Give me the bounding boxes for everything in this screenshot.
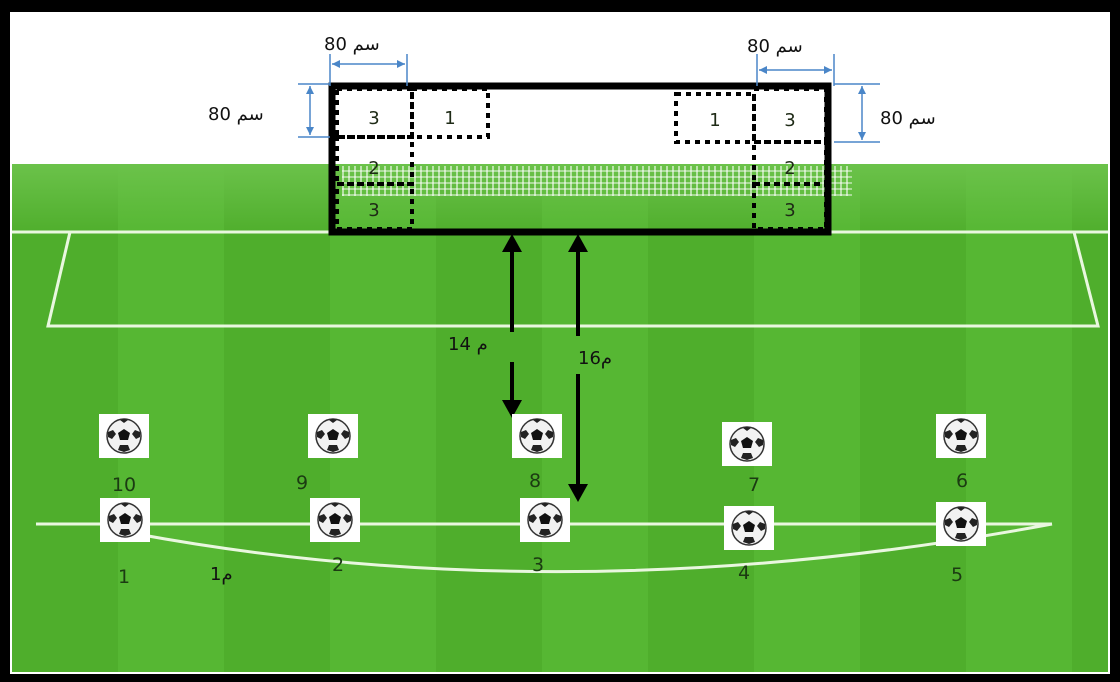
soccer-ball-icon bbox=[731, 510, 767, 546]
dim-arrow bbox=[397, 60, 405, 68]
zone-left-top-corner bbox=[335, 87, 414, 139]
zone-label-left-top-corner: 3 bbox=[368, 108, 379, 129]
ball-4 bbox=[724, 506, 774, 550]
dim-arrow bbox=[306, 86, 314, 94]
ball-7 bbox=[722, 422, 772, 466]
arrowhead bbox=[502, 234, 522, 252]
ball-label-10: 10 bbox=[111, 474, 137, 496]
zone-right-bottom bbox=[752, 182, 828, 231]
distance-label-14m: 14 م bbox=[448, 334, 488, 355]
ball-9 bbox=[308, 414, 358, 458]
ball-label-3: 3 bbox=[531, 554, 545, 576]
ball-3 bbox=[520, 498, 570, 542]
diagram-overlay: 3 1 2 3 1 3 2 3 bbox=[12, 34, 1108, 585]
goal-net bbox=[342, 166, 852, 196]
ball-6 bbox=[936, 414, 986, 458]
dim-arrow bbox=[824, 66, 832, 74]
zone-label-right-bottom: 3 bbox=[784, 200, 795, 221]
soccer-ball-icon bbox=[729, 426, 765, 462]
soccer-ball-icon bbox=[943, 506, 979, 542]
dim-label-side-right: 80 سم bbox=[880, 108, 936, 129]
zone-left-top-inner bbox=[410, 87, 490, 139]
ball-1 bbox=[100, 498, 150, 542]
dim-arrow bbox=[759, 66, 767, 74]
dim-label-top-left: 80 سم bbox=[324, 34, 380, 55]
distance-label-16m: 16م bbox=[578, 348, 612, 369]
ball-label-4: 4 bbox=[737, 562, 751, 584]
ball-label-5: 5 bbox=[950, 564, 964, 586]
dim-arrow bbox=[306, 127, 314, 135]
ball-10 bbox=[99, 414, 149, 458]
dim-label-side-left: 80 سم bbox=[208, 104, 264, 125]
soccer-ball-icon bbox=[106, 418, 142, 454]
dim-arrow bbox=[332, 60, 340, 68]
zone-label-left-top-inner: 1 bbox=[444, 108, 455, 129]
arrowhead bbox=[502, 400, 522, 418]
ball-5 bbox=[936, 502, 986, 546]
zone-right-middle bbox=[752, 140, 828, 186]
zone-label-right-top-inner: 1 bbox=[709, 110, 720, 131]
ball-label-1: 1 bbox=[117, 566, 131, 588]
diagram-panel: 3 1 2 3 1 3 2 3 bbox=[10, 12, 1110, 674]
ball-2 bbox=[310, 498, 360, 542]
ball-label-9: 9 bbox=[295, 472, 309, 494]
distance-label-1m: 1م bbox=[210, 564, 233, 585]
goal-frame bbox=[328, 82, 832, 236]
dim-arrow bbox=[858, 86, 866, 94]
zone-label-left-bottom: 3 bbox=[368, 200, 379, 221]
penalty-arc bbox=[136, 522, 1053, 574]
ball-8 bbox=[512, 414, 562, 458]
zone-right-top-corner bbox=[752, 87, 828, 144]
zone-label-right-middle: 2 bbox=[784, 158, 795, 179]
soccer-ball-icon bbox=[527, 502, 563, 538]
soccer-ball-icon bbox=[519, 418, 555, 454]
ball-label-7: 7 bbox=[747, 474, 761, 496]
ball-label-2: 2 bbox=[331, 554, 345, 576]
zone-label-left-middle: 2 bbox=[368, 158, 379, 179]
zone-label-right-top-corner: 3 bbox=[784, 110, 795, 131]
soccer-ball-icon bbox=[315, 418, 351, 454]
arrowhead bbox=[568, 234, 588, 252]
zone-left-middle bbox=[335, 135, 414, 186]
soccer-ball-icon bbox=[943, 418, 979, 454]
soccer-ball-icon bbox=[317, 502, 353, 538]
dim-arrow bbox=[858, 132, 866, 140]
ball-label-8: 8 bbox=[528, 470, 542, 492]
arrowhead bbox=[568, 484, 588, 502]
soccer-ball-icon bbox=[107, 502, 143, 538]
ball-label-6: 6 bbox=[955, 470, 969, 492]
dim-label-top-right: 80 سم bbox=[747, 36, 803, 57]
